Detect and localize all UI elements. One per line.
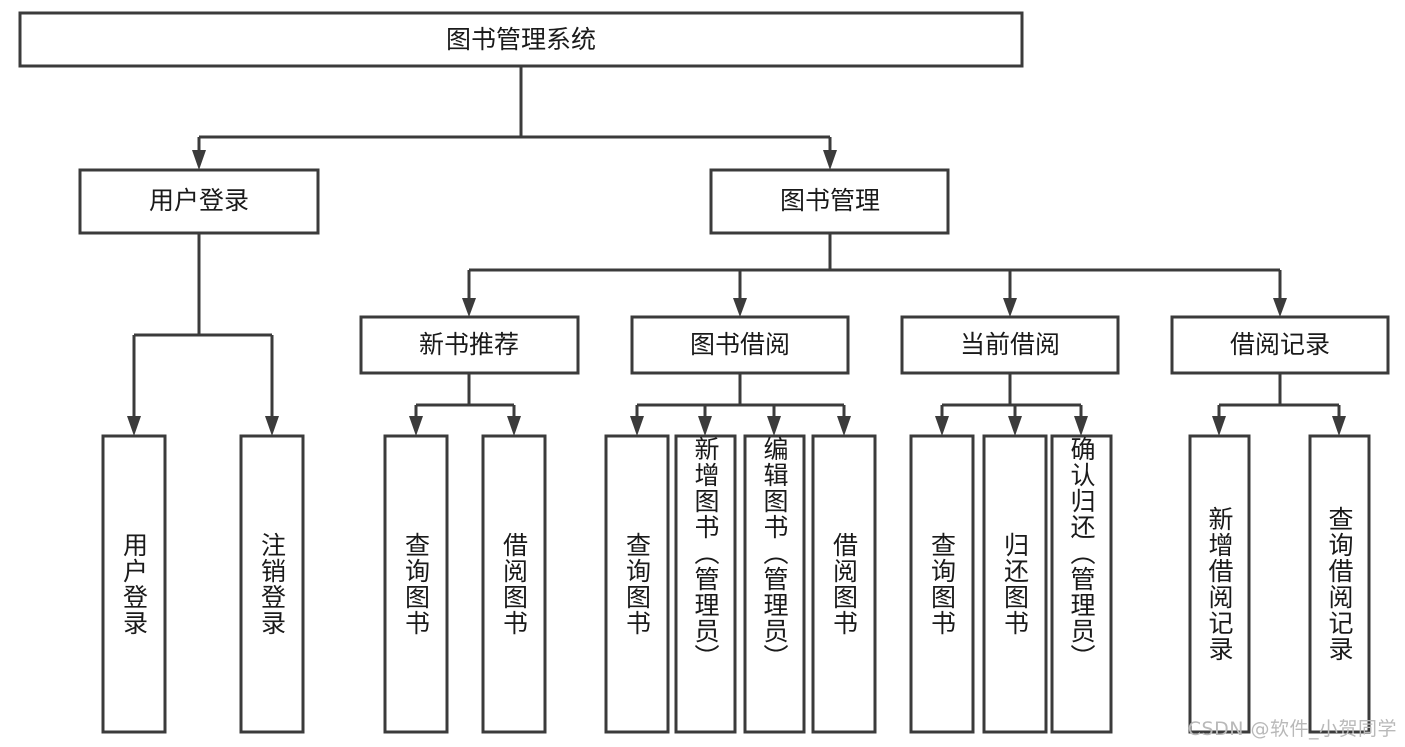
- leaf-box[interactable]: [239, 434, 305, 734]
- node-current-borrow-label: 当前借阅: [960, 330, 1060, 359]
- connector-bookmgmt-to-level3: [462, 233, 1287, 317]
- node-book-borrow[interactable]: 图书借阅: [630, 315, 850, 375]
- arrow-head-icon: [1332, 416, 1346, 436]
- connector-newbook-to-leaves: [409, 373, 521, 436]
- watermark: CSDN @软件_小贺同学: [1187, 718, 1397, 740]
- node-book-borrow-label: 图书借阅: [690, 330, 790, 359]
- node-user-login[interactable]: 用户登录: [78, 168, 320, 235]
- node-borrow-records[interactable]: 借阅记录: [1170, 315, 1390, 375]
- arrow-head-icon: [127, 416, 141, 436]
- leaf-box[interactable]: [909, 434, 975, 734]
- node-current-borrow[interactable]: 当前借阅: [900, 315, 1120, 375]
- node-user-login-label: 用户登录: [149, 186, 249, 215]
- arrow-head-icon: [733, 298, 747, 317]
- node-root-system[interactable]: 图书管理系统: [18, 11, 1024, 68]
- connector-root-to-level2: [192, 66, 837, 170]
- node-book-management[interactable]: 图书管理: [709, 168, 950, 235]
- leaf-box[interactable]: [383, 434, 449, 734]
- leaf-boxes: [101, 434, 1371, 734]
- arrow-head-icon: [630, 416, 644, 436]
- leaf-box[interactable]: [743, 434, 806, 734]
- arrow-head-icon: [1008, 416, 1022, 436]
- arrow-head-icon: [409, 416, 423, 436]
- node-new-book-recommend-label: 新书推荐: [419, 330, 519, 359]
- connector-current-to-leaves: [935, 373, 1088, 436]
- leaf-box[interactable]: [1050, 434, 1113, 734]
- arrow-head-icon: [1212, 416, 1226, 436]
- arrow-head-icon: [192, 150, 206, 170]
- connector-records-to-leaves: [1212, 373, 1346, 436]
- arrow-head-icon: [823, 150, 837, 170]
- arrow-head-icon: [698, 416, 712, 436]
- leaf-box[interactable]: [101, 434, 167, 734]
- arrow-head-icon: [507, 416, 521, 436]
- leaf-box[interactable]: [982, 434, 1048, 734]
- node-book-management-label: 图书管理: [780, 186, 880, 215]
- connector-userlogin-to-leaves: [127, 233, 279, 436]
- arrow-head-icon: [935, 416, 949, 436]
- arrow-head-icon: [265, 416, 279, 436]
- node-borrow-records-label: 借阅记录: [1230, 330, 1330, 359]
- arrow-head-icon: [1074, 416, 1088, 436]
- leaf-box[interactable]: [604, 434, 670, 734]
- arrow-head-icon: [1273, 298, 1287, 317]
- node-new-book-recommend[interactable]: 新书推荐: [359, 315, 580, 375]
- node-root-label: 图书管理系统: [446, 25, 596, 54]
- leaf-box[interactable]: [1308, 434, 1371, 734]
- leaf-box[interactable]: [811, 434, 877, 734]
- leaf-box[interactable]: [1188, 434, 1251, 734]
- arrow-head-icon: [1003, 298, 1017, 317]
- connector-borrow-to-leaves: [630, 373, 851, 436]
- arrow-head-icon: [462, 298, 476, 317]
- arrow-head-icon: [837, 416, 851, 436]
- leaf-box[interactable]: [674, 434, 737, 734]
- leaf-box[interactable]: [481, 434, 547, 734]
- arrow-head-icon: [767, 416, 781, 436]
